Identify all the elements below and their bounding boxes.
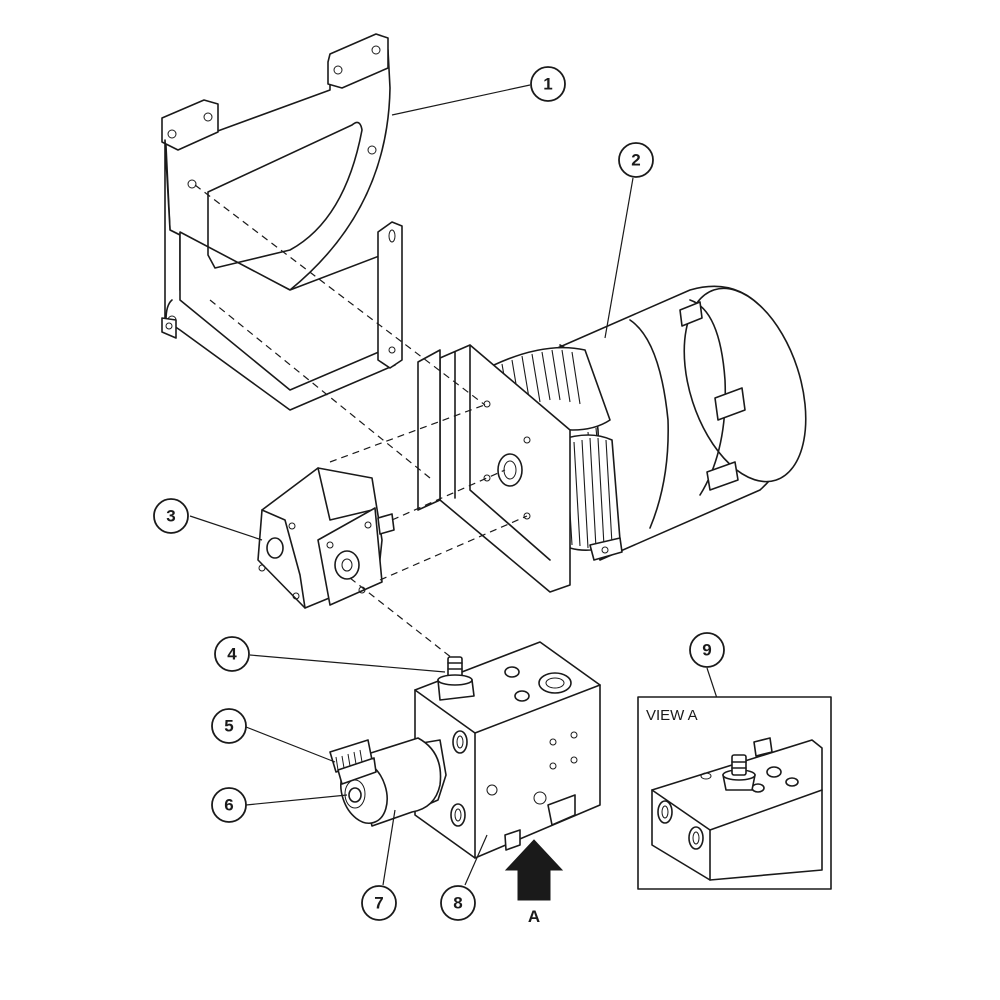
callout-2-label: 2: [631, 151, 640, 170]
pressure-port-fitting: [437, 656, 475, 701]
callout-9: 9: [689, 632, 725, 668]
callout-3-label: 3: [166, 507, 175, 526]
view-direction-arrow: A: [504, 839, 564, 926]
callout-2: 2: [618, 142, 654, 178]
callout-5-label: 5: [224, 717, 233, 736]
mounting-bracket: [161, 33, 403, 411]
valve-manifold-block: [414, 641, 601, 859]
callout-4: 4: [214, 636, 250, 672]
callout-1-label: 1: [543, 75, 552, 94]
callout-6: 6: [211, 787, 247, 823]
callout-8: 8: [440, 885, 476, 921]
callout-4-label: 4: [227, 645, 237, 664]
callout-3: 3: [153, 498, 189, 534]
callout-7: 7: [361, 885, 397, 921]
callout-9-label: 9: [702, 641, 711, 660]
view-a-inset: VIEW A: [637, 696, 832, 890]
callout-7-label: 7: [374, 894, 383, 913]
assembly-guide-lines: [194, 184, 528, 659]
inset-title: VIEW A: [646, 707, 698, 724]
arrow-label: A: [528, 907, 540, 926]
electric-motor: [417, 285, 807, 593]
solenoid-valve-assembly: [329, 737, 447, 827]
hydraulic-pump: [257, 467, 395, 609]
callout-6-label: 6: [224, 796, 233, 815]
callout-1: 1: [530, 66, 566, 102]
callout-5: 5: [211, 708, 247, 744]
callout-8-label: 8: [453, 894, 462, 913]
